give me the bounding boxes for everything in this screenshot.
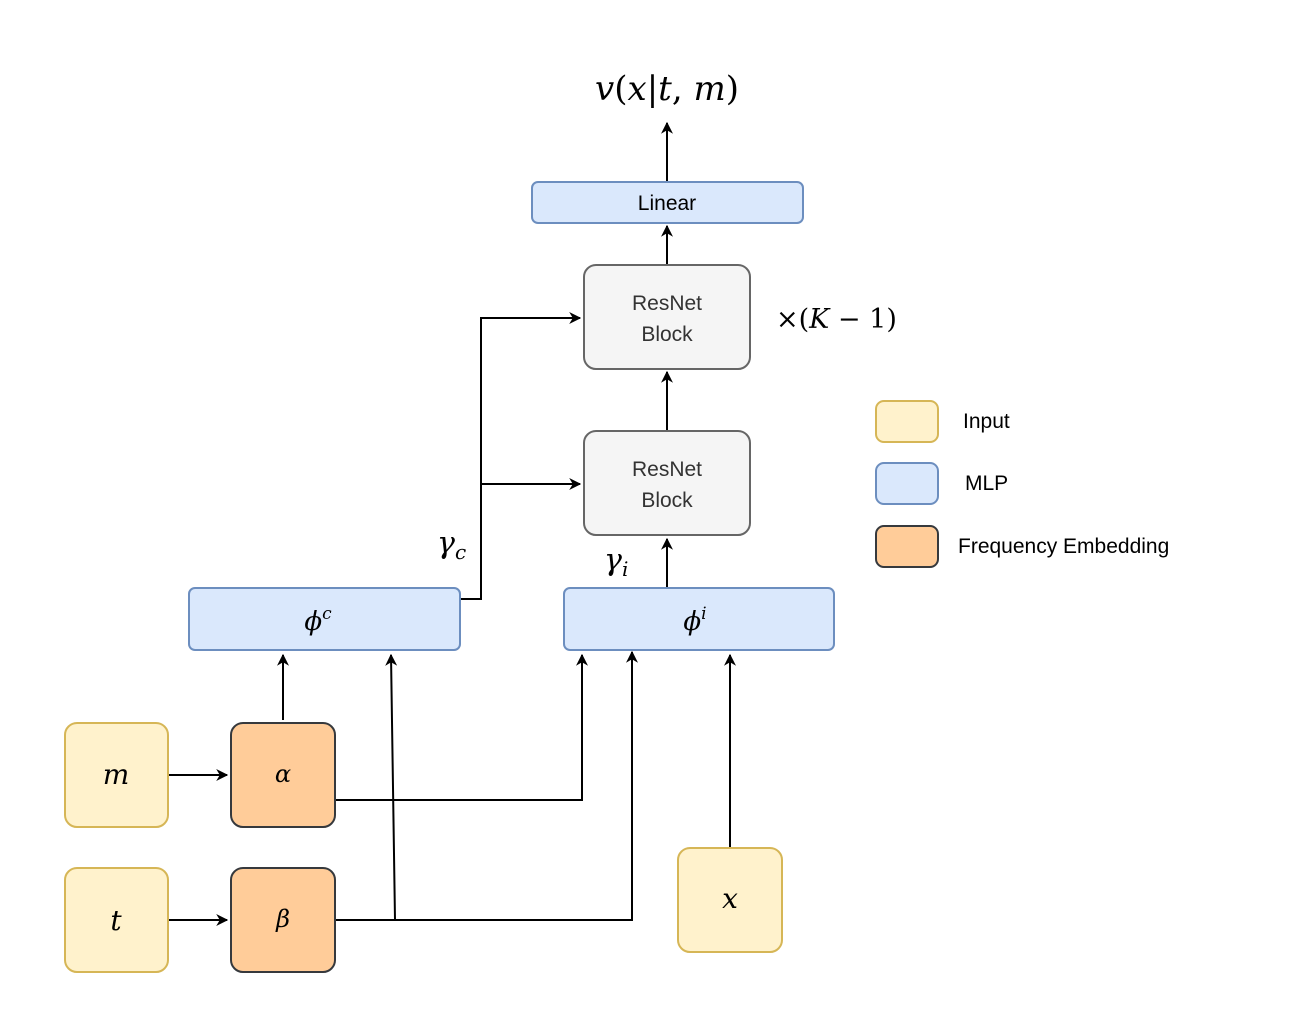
gamma-c-label: γc <box>437 526 466 564</box>
gamma-i-label: γi <box>604 543 628 581</box>
input-x-node: x <box>677 847 783 953</box>
resnet-block-top: ResNet Block <box>583 264 751 370</box>
edges <box>169 121 736 926</box>
resnet-top-line2: Block <box>641 323 693 346</box>
beta-label: β <box>275 905 290 933</box>
repeat-label: ×(K − 1) <box>776 304 897 335</box>
legend-swatch-mlp <box>875 462 939 505</box>
output-label: v(x|t, m) <box>595 69 739 109</box>
phi-c-node: ϕc <box>188 587 461 651</box>
input-t-node: t <box>64 867 169 973</box>
legend: Input MLP Frequency Embedding <box>875 400 1169 568</box>
linear-node: Linear <box>531 181 804 224</box>
legend-label-input: Input <box>963 410 1010 433</box>
phi-c-label: ϕc <box>304 604 332 637</box>
phi-i-node: ϕi <box>563 587 835 651</box>
legend-swatch-frequency-embedding <box>875 525 939 568</box>
resnet-bottom-line2: Block <box>641 489 693 512</box>
input-m-node: m <box>64 722 169 828</box>
edge-alpha-to-phi-i <box>335 653 588 801</box>
edge-phi-c-to-resnet-top <box>460 312 582 600</box>
edge-beta-to-phi-c <box>335 653 398 921</box>
edge-beta-to-phi-i <box>395 650 638 921</box>
beta-node: β <box>230 867 336 973</box>
legend-item-input: Input <box>875 400 1010 443</box>
input-t-label: t <box>110 904 122 937</box>
legend-label-mlp: MLP <box>965 472 1008 495</box>
alpha-label: α <box>275 760 291 788</box>
legend-swatch-input <box>875 400 939 443</box>
legend-item-frequency-embedding: Frequency Embedding <box>875 525 1169 568</box>
input-m-label: m <box>103 758 130 791</box>
linear-label: Linear <box>638 192 696 215</box>
resnet-bottom-line1: ResNet <box>632 458 702 481</box>
phi-i-label: ϕi <box>683 604 706 637</box>
legend-item-mlp: MLP <box>875 462 1008 505</box>
legend-label-frequency-embedding: Frequency Embedding <box>958 535 1169 558</box>
resnet-block-bottom: ResNet Block <box>583 430 751 536</box>
input-x-label: x <box>722 882 738 915</box>
alpha-node: α <box>230 722 336 828</box>
resnet-top-line1: ResNet <box>632 292 702 315</box>
